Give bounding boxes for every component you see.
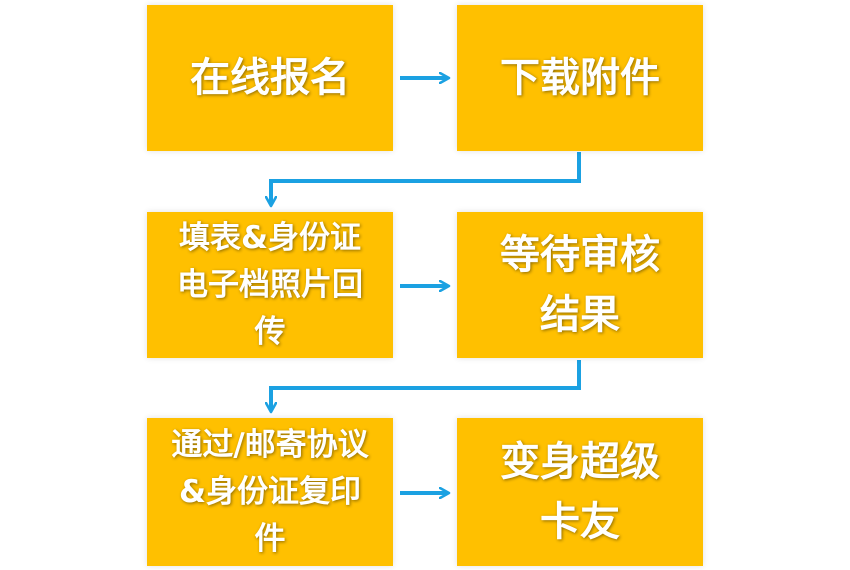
arrow-step4-to-step5 [271, 360, 581, 411]
arrow-step2-to-step3 [271, 152, 581, 205]
step-label: 通过/邮寄协议 &身份证复印 件 [171, 426, 369, 557]
step-mail-documents: 通过/邮寄协议 &身份证复印 件 [147, 418, 393, 566]
step-download-attachment: 下载附件 [457, 5, 703, 151]
step-fill-form-upload: 填表&身份证 电子档照片回 传 [147, 212, 393, 358]
step-label: 等待审核 结果 [500, 232, 660, 338]
step-label: 下载附件 [500, 55, 660, 101]
step-label: 在线报名 [190, 55, 350, 101]
step-label: 填表&身份证 电子档照片回 传 [177, 219, 363, 350]
step-label: 变身超级 卡友 [500, 439, 660, 545]
step-await-review: 等待审核 结果 [457, 212, 703, 358]
step-online-registration: 在线报名 [147, 5, 393, 151]
step-become-super-member: 变身超级 卡友 [457, 418, 703, 566]
